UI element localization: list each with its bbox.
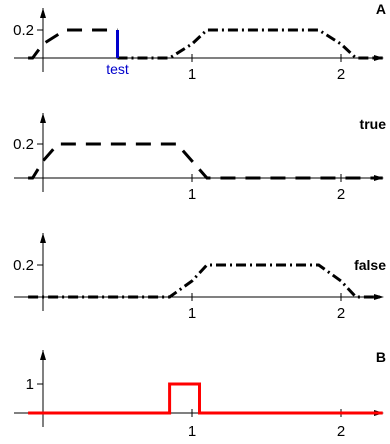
series-line-1 bbox=[28, 263, 383, 299]
chart-panel-2: 1 2 0.2 true bbox=[13, 113, 386, 203]
chart-panel-4: 1 2 1 B bbox=[14, 349, 386, 440]
y-tick-label: 0.2 bbox=[13, 136, 34, 153]
y-tick-label: 0.2 bbox=[13, 257, 34, 274]
x-tick-label: 1 bbox=[188, 423, 196, 440]
x-tick-label: 1 bbox=[188, 186, 196, 203]
series-line-1 bbox=[28, 28, 118, 60]
x-tick-label: 1 bbox=[188, 305, 196, 322]
panel-label: B bbox=[376, 349, 386, 365]
x-tick-label: 2 bbox=[337, 423, 345, 440]
x-tick-label: 2 bbox=[337, 66, 345, 83]
chart-panel-1: 1 2 0.2 test A bbox=[13, 1, 386, 83]
series-line-2 bbox=[117, 28, 383, 60]
panel-label: A bbox=[376, 1, 386, 17]
test-label: test bbox=[106, 61, 129, 77]
x-tick-label: 2 bbox=[337, 186, 345, 203]
y-axis-arrow-icon bbox=[40, 8, 46, 18]
x-tick-label: 2 bbox=[337, 305, 345, 322]
panel-label: true bbox=[360, 116, 387, 132]
x-tick-label: 1 bbox=[188, 66, 196, 83]
panel-label: false bbox=[354, 257, 386, 273]
y-tick-label: 0.2 bbox=[13, 22, 34, 39]
y-axis-arrow-icon bbox=[40, 350, 46, 360]
series-line-1 bbox=[28, 142, 383, 180]
chart-panel-3: 1 2 0.2 false bbox=[13, 233, 386, 322]
y-axis-arrow-icon bbox=[40, 113, 46, 123]
series-line-1 bbox=[28, 382, 383, 415]
y-tick-label: 1 bbox=[26, 376, 34, 393]
y-axis-arrow-icon bbox=[40, 233, 46, 243]
